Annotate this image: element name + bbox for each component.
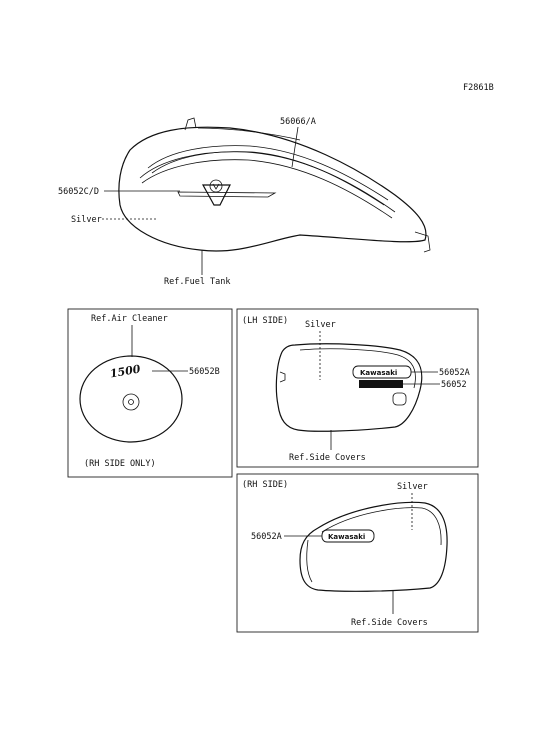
- lh-side-cover-drawing: [275, 343, 423, 432]
- lh-side-ref: Ref.Side Covers: [289, 453, 366, 463]
- air-cleaner-note: (RH SIDE ONLY): [84, 459, 156, 469]
- lh-kawasaki-badge-text: Kawasaki: [360, 369, 397, 377]
- figure-code: F2861B: [463, 83, 494, 93]
- air-cleaner-cover: [79, 355, 183, 443]
- lh-side-title: (LH SIDE): [242, 316, 288, 326]
- lh-part-a: 56052A: [439, 368, 470, 378]
- air-cleaner-decal: 1500: [109, 362, 142, 380]
- rh-side-cover-drawing: [299, 501, 448, 592]
- leader-stripe: [291, 126, 299, 168]
- lh-model-badge: [359, 380, 403, 388]
- label-tank-ref: Ref.Fuel Tank: [164, 277, 231, 287]
- air-cleaner-box: [67, 308, 233, 478]
- label-stripe: 56066/A: [280, 117, 316, 127]
- air-cleaner-bolt-outer: [122, 393, 140, 411]
- lh-side-color: Silver: [305, 320, 336, 330]
- rh-side-ref: Ref.Side Covers: [351, 618, 428, 628]
- rh-side-title: (RH SIDE): [242, 480, 288, 490]
- label-tank-color: Silver: [71, 215, 102, 225]
- rh-part-a: 56052A: [251, 532, 282, 542]
- label-emblem: 56052C/D: [58, 187, 99, 197]
- rh-side-box: [236, 473, 479, 633]
- air-cleaner-part: 56052B: [189, 367, 220, 377]
- fuel-tank-drawing: [118, 117, 431, 253]
- air-cleaner-bolt-inner: [128, 399, 134, 405]
- rh-kawasaki-badge-text: Kawasaki: [328, 533, 365, 541]
- lh-part-b: 56052: [441, 380, 467, 390]
- air-cleaner-ref: Ref.Air Cleaner: [91, 314, 168, 324]
- rh-side-color: Silver: [397, 482, 428, 492]
- lh-side-box: [236, 308, 479, 468]
